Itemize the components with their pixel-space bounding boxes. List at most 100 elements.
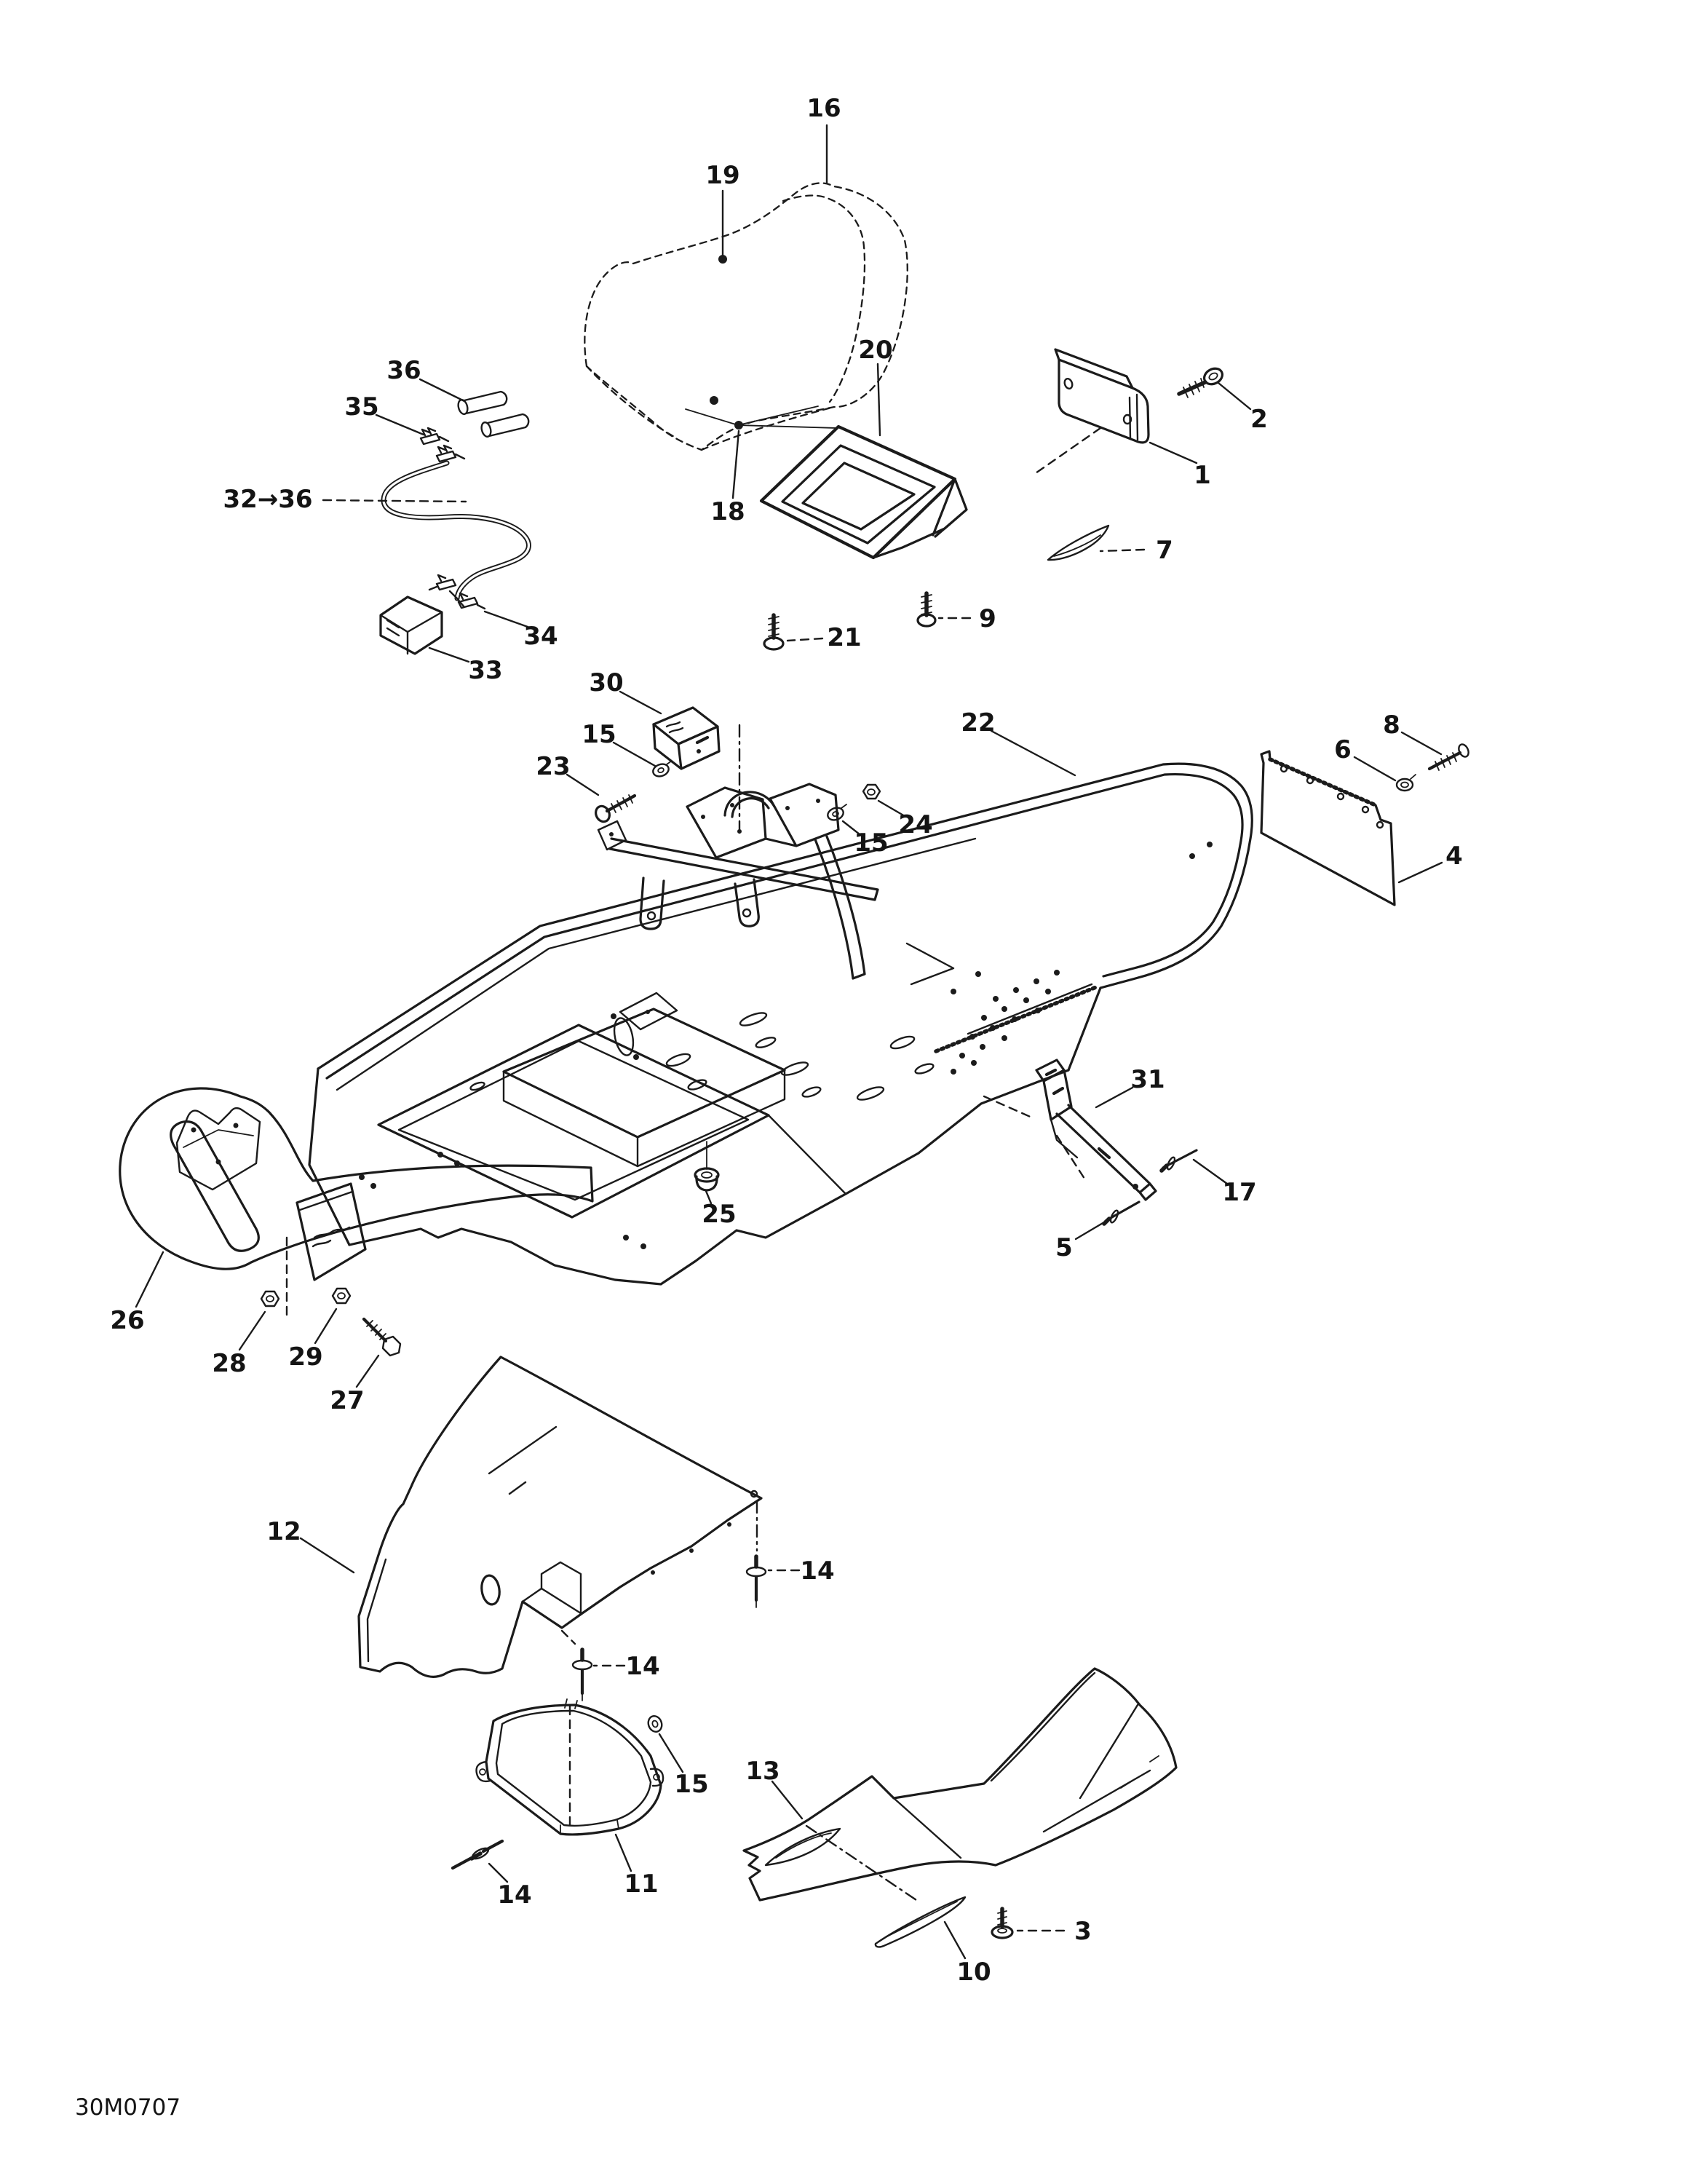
callout-12: 12: [266, 1517, 301, 1546]
frame-front-bracket: [597, 783, 955, 986]
leader-28: [238, 1310, 266, 1351]
deflector-20: [759, 424, 968, 560]
callout-25: 25: [702, 1200, 736, 1229]
leader-10: [943, 1920, 967, 1960]
callout-36: 36: [386, 356, 421, 385]
harness-32-36: [379, 390, 531, 655]
callout-11: 11: [624, 1870, 658, 1899]
leader-14c: [488, 1862, 509, 1883]
nut-24: [862, 783, 881, 800]
leader-dot-19: [718, 255, 727, 264]
callout-35: 35: [344, 392, 378, 422]
rivet-14b: [571, 1647, 593, 1701]
callout-15b: 15: [854, 828, 888, 858]
grommet-25: [694, 1141, 720, 1192]
screw-8: [1427, 743, 1469, 771]
leader-32-36: [322, 499, 467, 503]
callout-28: 28: [212, 1349, 246, 1378]
callout-14b: 14: [625, 1652, 659, 1681]
callout-14c: 14: [497, 1880, 531, 1910]
pan-duct: [764, 1827, 841, 1867]
callout-2: 2: [1250, 405, 1268, 434]
leader-15c: [658, 1733, 684, 1773]
bracket-31: [983, 1059, 1157, 1201]
callout-7: 7: [1156, 536, 1173, 565]
leader-12: [299, 1537, 355, 1574]
leader-31: [1095, 1086, 1134, 1109]
leader-34: [483, 610, 529, 628]
terminals-34: [428, 574, 486, 610]
leader-15a: [612, 741, 656, 767]
leader-36: [418, 378, 466, 403]
nut-6: [1395, 774, 1416, 792]
leader-35: [375, 414, 425, 436]
callout-24: 24: [898, 810, 932, 839]
leader-13: [771, 1780, 804, 1820]
callout-1: 1: [1194, 461, 1211, 490]
callout-14a: 14: [800, 1556, 834, 1586]
pin-5: [1102, 1200, 1140, 1226]
connector-33: [379, 596, 443, 655]
callout-15c: 15: [674, 1770, 708, 1799]
pan-13: [742, 1667, 1178, 1903]
callout-13: 13: [745, 1757, 779, 1786]
leader-15b: [841, 820, 861, 836]
washer-15a: [652, 760, 673, 778]
callout-26: 26: [110, 1306, 144, 1335]
callout-29: 29: [288, 1342, 322, 1372]
leader-6: [1353, 756, 1397, 782]
leader-20: [876, 363, 881, 437]
wire: [381, 460, 531, 601]
callout-31: 31: [1130, 1065, 1165, 1094]
mudflap: [295, 1182, 367, 1281]
callout-27: 27: [330, 1386, 364, 1415]
callout-21: 21: [827, 623, 861, 652]
leader-1: [1149, 441, 1198, 464]
leader-18: [731, 430, 740, 499]
callout-5: 5: [1055, 1233, 1073, 1262]
leader-5: [1074, 1219, 1109, 1241]
bracket-30: [652, 706, 721, 770]
callout-22: 22: [961, 708, 995, 737]
pin-17: [1159, 1149, 1198, 1173]
leader-23: [566, 773, 600, 796]
callout-34: 34: [523, 622, 558, 651]
screw-23: [595, 794, 637, 823]
leader-33: [428, 646, 470, 663]
callout-16: 16: [806, 94, 841, 123]
rivet-14c: [451, 1839, 504, 1870]
callout-20: 20: [858, 336, 892, 365]
callout-3: 3: [1074, 1917, 1092, 1946]
leader-29: [314, 1307, 338, 1345]
callout-10: 10: [956, 1958, 991, 1987]
rivet-14a: [745, 1554, 767, 1608]
leader-30: [619, 690, 662, 715]
screw-3: [991, 1907, 1014, 1939]
nut-28: [260, 1290, 280, 1307]
callout-33: 33: [468, 656, 502, 685]
panel-4: [1260, 750, 1396, 906]
screw-21: [763, 613, 785, 651]
screw-9: [916, 591, 937, 628]
leader-25: [705, 1190, 713, 1205]
leader-24: [877, 799, 906, 818]
washer-15c: [647, 1715, 663, 1733]
seat-16: [584, 182, 908, 451]
callout-4: 4: [1445, 842, 1463, 871]
callout-19: 19: [705, 161, 739, 190]
leader-4: [1397, 861, 1443, 884]
leader-26: [135, 1251, 164, 1308]
frame-holes: [359, 842, 1213, 1249]
nut-29: [331, 1287, 352, 1305]
leader-8: [1400, 731, 1443, 756]
leader-21: [786, 637, 824, 642]
leader-dot-18: [734, 421, 743, 430]
frame-22: [308, 762, 1253, 1286]
leader-2: [1217, 381, 1252, 411]
leader-17: [1192, 1158, 1229, 1185]
callout-8: 8: [1383, 711, 1400, 740]
callout-18: 18: [710, 497, 745, 526]
leader-11: [614, 1833, 632, 1872]
